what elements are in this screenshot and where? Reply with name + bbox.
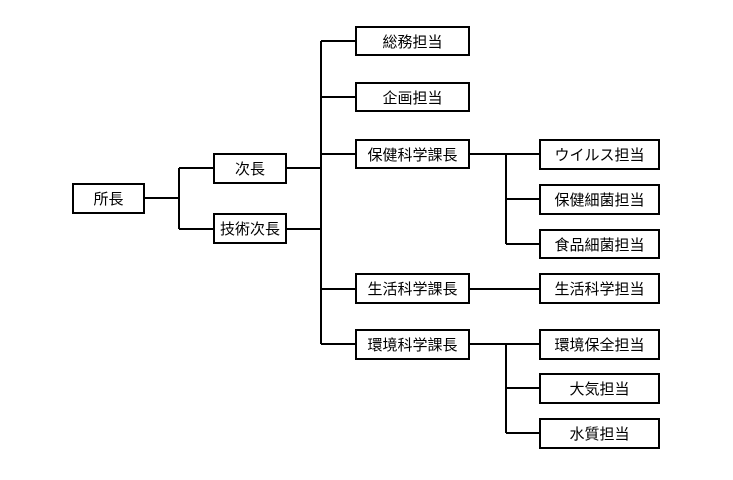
environmental-science-section-node: 環境科学課長 [355, 329, 470, 360]
node-label: 生活科学課長 [367, 280, 458, 298]
planning-node: 企画担当 [355, 82, 470, 112]
node-label: 生活科学担当 [554, 280, 645, 298]
environmental-conservation-unit-node: 環境保全担当 [539, 329, 660, 360]
node-label: 技術次長 [219, 220, 280, 238]
general-affairs-node: 総務担当 [355, 26, 470, 56]
air-quality-unit-node: 大気担当 [539, 373, 660, 404]
health-science-section-node: 保健科学課長 [355, 139, 470, 169]
node-label: 所長 [93, 190, 124, 208]
node-label: 大気担当 [569, 380, 630, 398]
node-label: 次長 [234, 160, 265, 178]
node-label: 環境保全担当 [554, 336, 645, 354]
food-bacteria-unit-node: 食品細菌担当 [539, 229, 660, 259]
life-science-section-node: 生活科学課長 [355, 273, 470, 304]
deputy-director-node: 次長 [213, 153, 287, 184]
water-quality-unit-node: 水質担当 [539, 418, 660, 449]
node-label: 保健細菌担当 [554, 191, 645, 209]
node-label: 環境科学課長 [367, 336, 458, 354]
virus-unit-node: ウイルス担当 [539, 139, 660, 170]
node-label: ウイルス担当 [554, 146, 645, 164]
director-node: 所長 [72, 183, 145, 214]
technical-deputy-director-node: 技術次長 [213, 213, 287, 244]
health-bacteria-unit-node: 保健細菌担当 [539, 184, 660, 215]
node-label: 企画担当 [382, 88, 443, 107]
node-label: 保健科学課長 [367, 145, 458, 164]
node-label: 総務担当 [382, 32, 443, 51]
life-science-unit-node: 生活科学担当 [539, 273, 660, 304]
node-label: 水質担当 [569, 425, 630, 443]
node-label: 食品細菌担当 [554, 235, 645, 254]
